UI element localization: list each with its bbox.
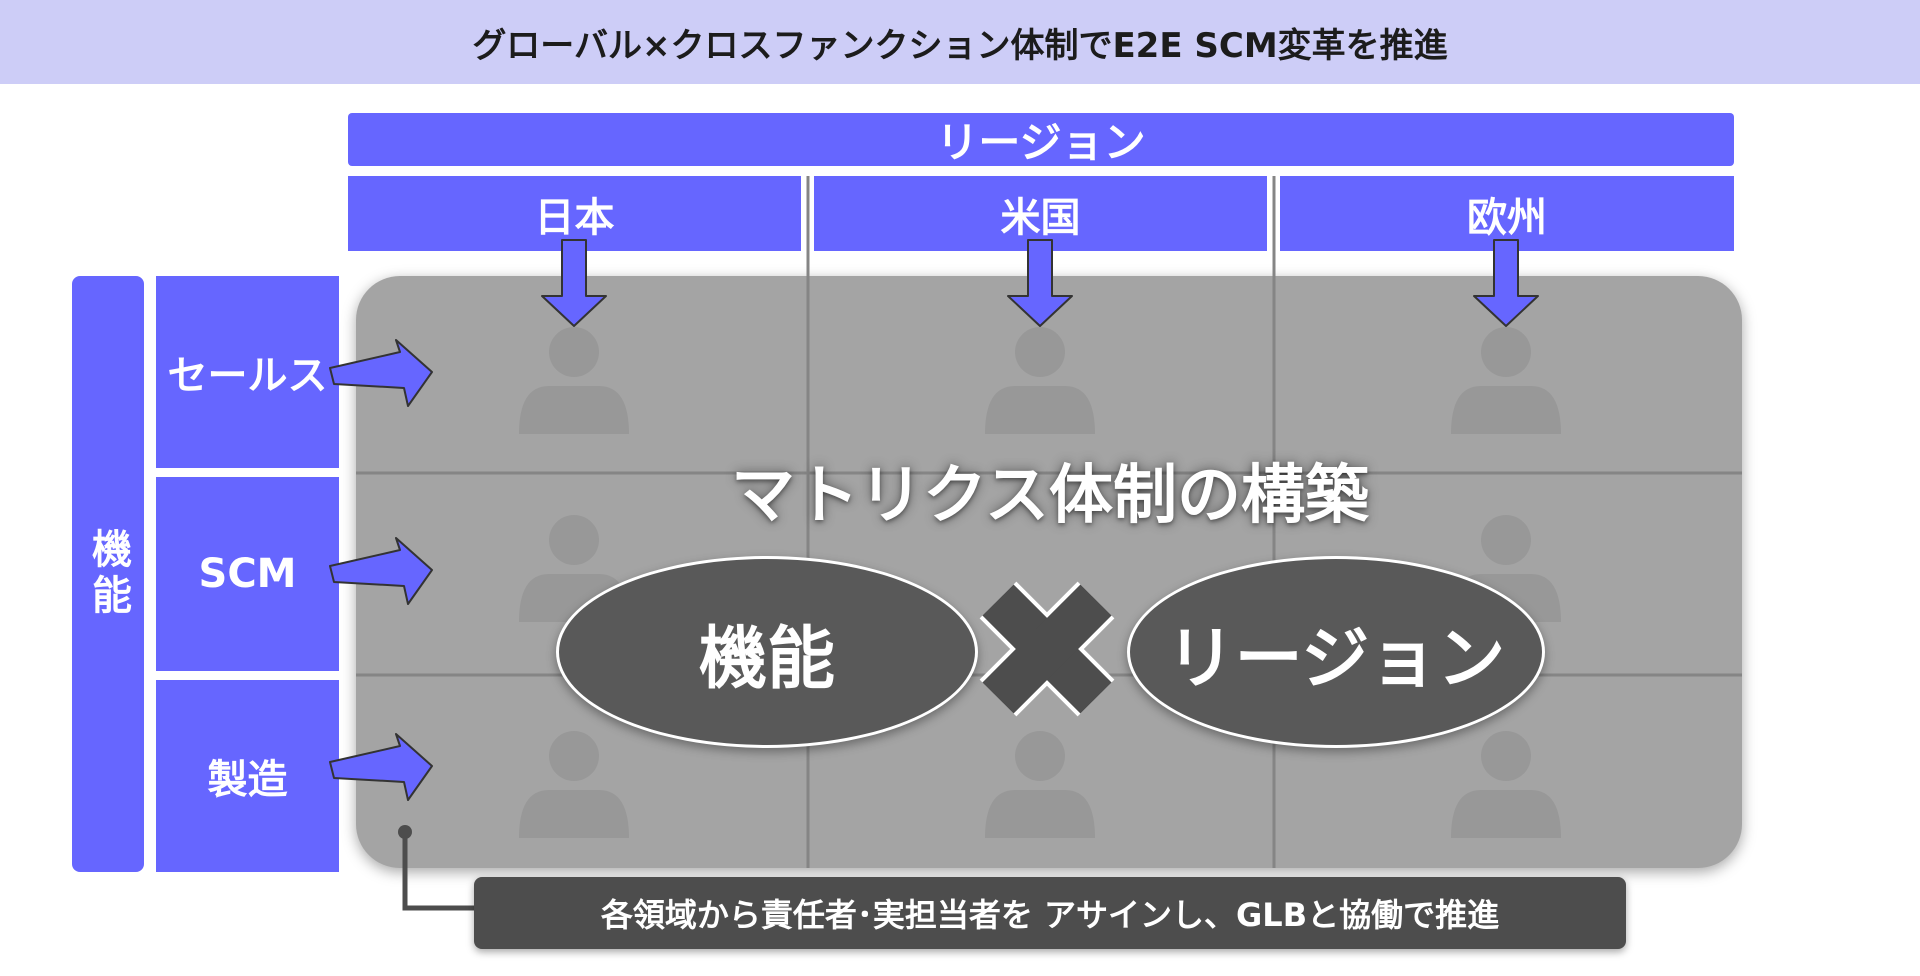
note-connector: [398, 825, 476, 911]
function-cell-manufacturing: 製造: [156, 680, 339, 872]
person-icon: [985, 731, 1095, 838]
note-callout: 各領域から責任者･実担当者を アサインし、GLBと協働で推進: [474, 877, 1626, 949]
region-ellipse: リージョン: [1127, 556, 1545, 748]
function-cell-scm: SCM: [156, 477, 339, 671]
person-icon: [1451, 327, 1561, 434]
down-arrow-icon: [1007, 239, 1073, 327]
function-ellipse: 機能: [556, 556, 978, 748]
person-icon: [519, 327, 629, 434]
region-cell-japan: 日本: [348, 176, 801, 251]
function-header-label: 機能: [85, 528, 131, 620]
function-cell-sales: セールス: [156, 276, 339, 468]
region-arrows: [541, 239, 1539, 327]
person-icon: [1451, 731, 1561, 838]
cross-icon: [979, 581, 1115, 717]
right-arrow-icon: [329, 733, 433, 801]
down-arrow-icon: [541, 239, 607, 327]
region-header: リージョン: [348, 113, 1734, 167]
region-cell-us: 米国: [814, 176, 1267, 251]
person-icon: [985, 327, 1095, 434]
right-arrow-icon: [329, 339, 433, 407]
region-cell-europe: 欧州: [1280, 176, 1734, 251]
right-arrow-icon: [329, 537, 433, 605]
matrix-title: マトリクス体制の構築: [730, 459, 1370, 533]
page-title: グローバル×クロスファンクション体制でE2E SCM変革を推進: [0, 0, 1920, 84]
function-header: 機能: [72, 276, 144, 872]
down-arrow-icon: [1473, 239, 1539, 327]
person-icon: [519, 731, 629, 838]
function-arrows: [329, 339, 433, 801]
